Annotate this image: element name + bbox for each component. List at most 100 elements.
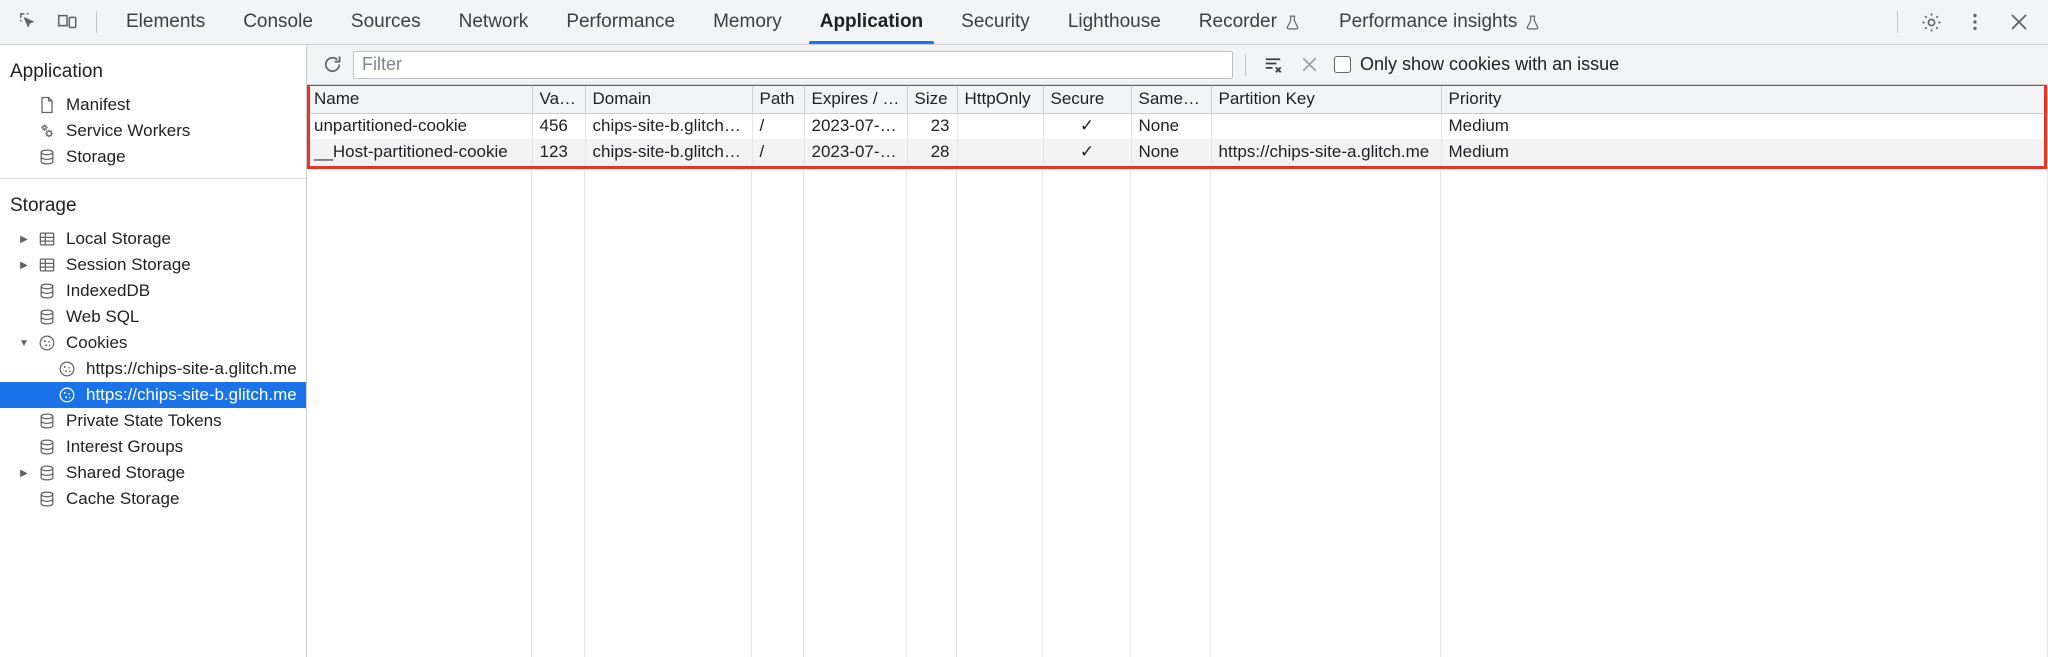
device-toolbar-icon[interactable] <box>48 3 86 41</box>
checkbox-box[interactable] <box>1334 56 1351 73</box>
filter-input[interactable] <box>353 50 1233 79</box>
column-header-size[interactable]: Size <box>907 85 958 114</box>
cell-name[interactable]: unpartitioned-cookie <box>307 113 533 139</box>
cell-path[interactable]: / <box>752 113 805 139</box>
column-header-partitionkey[interactable]: Partition Key <box>1211 85 1442 114</box>
sidebar-item-private-state-tokens[interactable]: Private State Tokens <box>0 408 306 434</box>
sidebar-item-label: Cache Storage <box>66 489 180 508</box>
tab-lighthouse[interactable]: Lighthouse <box>1049 0 1180 44</box>
tab-elements[interactable]: Elements <box>107 0 224 44</box>
column-header-expires[interactable]: Expires / M… <box>804 85 908 114</box>
column-header-httponly[interactable]: HttpOnly <box>957 85 1044 114</box>
tab-label: Sources <box>350 11 421 32</box>
cell-expires[interactable]: 2023-07-07… <box>804 113 908 139</box>
cell-partitionkey[interactable] <box>1211 113 1442 139</box>
only-issues-checkbox[interactable]: Only show cookies with an issue <box>1334 54 1619 75</box>
sidebar-item-label: Cookies <box>66 333 128 352</box>
sidebar-item-session-storage[interactable]: ▶ Session Storage <box>0 252 306 278</box>
column-header-secure[interactable]: Secure <box>1043 85 1132 114</box>
sidebar-item-https-chips-site-a-glitch-me[interactable]: https://chips-site-a.glitch.me <box>0 356 306 382</box>
database-icon <box>34 463 60 483</box>
cell-size[interactable]: 23 <box>907 113 958 139</box>
chevron-down-icon[interactable]: ▼ <box>19 337 29 349</box>
column-header-value[interactable]: Value <box>532 85 586 114</box>
cell-priority[interactable]: Medium <box>1441 139 2048 165</box>
sidebar-item-interest-groups[interactable]: Interest Groups <box>0 434 306 460</box>
tab-console[interactable]: Console <box>224 0 332 44</box>
sidebar-item-web-sql[interactable]: Web SQL <box>0 304 306 330</box>
cookie-icon <box>34 333 60 353</box>
tab-memory[interactable]: Memory <box>694 0 801 44</box>
cell-name[interactable]: __Host-partitioned-cookie <box>307 139 533 165</box>
sidebar-item-local-storage[interactable]: ▶Local Storage <box>0 226 306 252</box>
inspect-element-icon[interactable] <box>10 3 48 41</box>
only-issues-label: Only show cookies with an issue <box>1360 54 1620 74</box>
chevron-right-icon[interactable]: ▶ <box>20 233 28 245</box>
cell-expires[interactable]: 2023-07-07… <box>804 139 908 165</box>
cell-value[interactable]: 456 <box>532 113 586 139</box>
sidebar-item-cookies[interactable]: ▼ Cookies <box>0 330 306 356</box>
cell-secure[interactable]: ✓ <box>1043 139 1132 165</box>
tab-performance[interactable]: Performance <box>547 0 694 44</box>
database-icon <box>34 281 60 301</box>
settings-gear-icon[interactable] <box>1910 3 1952 41</box>
empty-column-expires <box>804 165 907 657</box>
cell-partitionkey[interactable]: https://chips-site-a.glitch.me <box>1211 139 1442 165</box>
tab-recorder[interactable]: Recorder <box>1180 0 1320 44</box>
cell-priority[interactable]: Medium <box>1441 113 2048 139</box>
column-header-name[interactable]: Name <box>307 85 533 114</box>
sidebar-item-manifest[interactable]: Manifest <box>0 92 306 118</box>
cell-size[interactable]: 28 <box>907 139 958 165</box>
chevron-right-icon[interactable]: ▶ <box>20 467 28 479</box>
column-header-domain[interactable]: Domain <box>585 85 753 114</box>
tab-application[interactable]: Application <box>801 0 942 44</box>
sidebar-item-cache-storage[interactable]: Cache Storage <box>0 486 306 512</box>
sidebar-item-label: IndexedDB <box>66 281 151 300</box>
cell-samesite[interactable]: None <box>1131 139 1212 165</box>
cell-samesite[interactable]: None <box>1131 113 1212 139</box>
sidebar-item-https-chips-site-b-glitch-me[interactable]: https://chips-site-b.glitch.me <box>0 382 306 408</box>
cell-secure[interactable]: ✓ <box>1043 113 1132 139</box>
tab-network[interactable]: Network <box>440 0 548 44</box>
cell-domain[interactable]: chips-site-b.glitch.me <box>585 139 753 165</box>
sidebar-item-label: Web SQL <box>66 307 140 326</box>
sidebar-item-shared-storage[interactable]: ▶ Shared Storage <box>0 460 306 486</box>
column-header-path[interactable]: Path <box>752 85 805 114</box>
tab-security[interactable]: Security <box>942 0 1049 44</box>
database-icon <box>34 411 60 431</box>
more-options-icon[interactable] <box>1954 3 1996 41</box>
column-header-samesite[interactable]: SameSite <box>1131 85 1212 114</box>
refresh-icon[interactable] <box>317 50 347 80</box>
toolbar-divider-right <box>1897 11 1898 33</box>
tab-sources[interactable]: Sources <box>332 0 440 44</box>
cell-value[interactable]: 123 <box>532 139 586 165</box>
sidebar-section-title: Storage <box>10 195 77 216</box>
cell-path[interactable]: / <box>752 139 805 165</box>
chevron-right-icon[interactable]: ▶ <box>20 259 28 271</box>
cell-httponly[interactable] <box>957 113 1044 139</box>
sidebar-item-service-workers[interactable]: Service Workers <box>0 118 306 144</box>
clear-all-cookies-icon[interactable] <box>1294 50 1324 80</box>
sidebar-item-storage[interactable]: Storage <box>0 144 306 170</box>
sidebar-item-indexeddb[interactable]: IndexedDB <box>0 278 306 304</box>
sidebar-item-label: Session Storage <box>66 255 191 274</box>
cell-httponly[interactable] <box>957 139 1044 165</box>
close-devtools-icon[interactable] <box>1998 3 2040 41</box>
cell-domain[interactable]: chips-site-b.glitch.me <box>585 113 753 139</box>
clear-filtered-cookies-icon[interactable] <box>1258 50 1288 80</box>
tab-performance-insights[interactable]: Performance insights <box>1320 0 1560 44</box>
sidebar-item-label: Interest Groups <box>66 437 184 456</box>
tab-label: Performance insights <box>1338 11 1518 32</box>
column-header-priority[interactable]: Priority <box>1441 85 2048 114</box>
sidebar-item-label: Shared Storage <box>66 463 186 482</box>
